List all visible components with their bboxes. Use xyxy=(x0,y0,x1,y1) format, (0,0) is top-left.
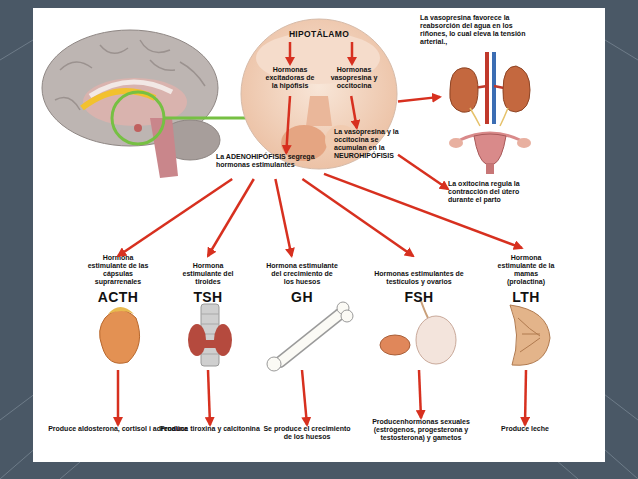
node-text: La vasopresina favorece la reabsorción d… xyxy=(420,14,532,46)
node-text: La vasopresina y la occitocina se acumul… xyxy=(334,128,410,160)
arrow xyxy=(302,370,307,425)
ovary xyxy=(449,138,463,148)
hormone-code: ACTH xyxy=(98,289,138,305)
arrow-head xyxy=(347,57,357,66)
hormone-note: Hormonas vasopresina y occitocina xyxy=(326,66,382,96)
testicle xyxy=(416,316,456,364)
arrow-line xyxy=(351,42,354,58)
hormone-note: La vasopresina y la occitocina se acumul… xyxy=(334,128,410,158)
mammary-gland xyxy=(510,305,550,365)
hormone-box: Hormonas estimulantes de testículos y ov… xyxy=(360,256,478,370)
ureter xyxy=(470,108,508,126)
arrow xyxy=(324,174,522,248)
node-text: Produce leche xyxy=(480,425,570,433)
arrow xyxy=(419,370,421,418)
zoom-circle-node: HIPOTÁLAMO Hormonas excitadoras de la hip… xyxy=(240,18,398,170)
arrow xyxy=(351,96,357,128)
arrow xyxy=(398,97,440,102)
product-note: Producenhormonas sexuales (estrógenos, p… xyxy=(366,418,476,462)
bone xyxy=(280,314,340,362)
product-note: Produce tiroxina y calcitonina xyxy=(160,425,260,453)
hormone-code: GH xyxy=(291,289,313,305)
pituitary xyxy=(134,124,142,132)
bone-end xyxy=(341,310,353,322)
hormone-description: Hormona estimulante de las cápsulas supr… xyxy=(70,256,166,286)
node-text: La ADENOHIPÓFISIS segrega hormonas estim… xyxy=(216,153,324,169)
zoom-arrow xyxy=(164,117,251,120)
arrow xyxy=(275,179,291,256)
adrenal-gland xyxy=(100,310,140,363)
node-text: Produce tiroxina y calcitonina xyxy=(160,425,260,433)
milk-duct xyxy=(518,318,540,352)
arrow xyxy=(118,179,232,256)
hormone-description: Hormona estimulante del crecimiento de l… xyxy=(250,256,354,286)
arrow-line xyxy=(289,42,292,58)
hormone-code: TSH xyxy=(193,289,222,305)
uterus xyxy=(474,134,506,164)
arrow xyxy=(208,370,210,425)
arrow xyxy=(117,370,120,425)
adrenal-cap xyxy=(108,307,134,314)
content-panel xyxy=(33,8,605,462)
pituitary-stalk xyxy=(306,96,332,126)
hormone-note: Hormonas excitadoras de la hipófisis xyxy=(262,66,318,96)
vena-cava xyxy=(492,52,496,124)
gland-label: La ADENOHIPÓFISIS segrega hormonas estim… xyxy=(216,153,324,179)
hormone-code: FSH xyxy=(404,289,433,305)
ovary xyxy=(517,138,531,148)
hormone-description: Hormonas estimulantes de testículos y ov… xyxy=(360,256,478,286)
hormone-description: Hormona estimulante del tiroides xyxy=(168,256,248,286)
hormone-box: Hormona estimulante del tiroidesTSH xyxy=(168,256,248,370)
arrow xyxy=(398,155,448,189)
arrow xyxy=(208,179,254,256)
arrow xyxy=(286,96,290,153)
kidney xyxy=(503,66,530,112)
kidney xyxy=(450,68,478,112)
aorta xyxy=(485,52,489,124)
node-title: HIPOTÁLAMO xyxy=(240,30,398,40)
effect-note: La oxitocina regula la contracción del ú… xyxy=(448,180,534,210)
node-text: Producenhormonas sexuales (estrógenos, p… xyxy=(366,418,476,442)
ovary xyxy=(380,335,410,355)
cervix xyxy=(486,164,494,174)
arrow-head xyxy=(285,57,295,66)
hormone-box: Hormona estimulante de las cápsulas supr… xyxy=(70,256,166,370)
arrow xyxy=(525,370,526,425)
brainstem xyxy=(150,118,178,178)
product-note: Se produce el crecimiento de los huesos xyxy=(262,425,352,461)
node-text: La oxitocina regula la contracción del ú… xyxy=(448,180,534,204)
node-text: Hormonas excitadoras de la hipófisis xyxy=(262,66,318,90)
product-note: Produce leche xyxy=(480,425,570,445)
effect-note: La vasopresina favorece la reabsorción d… xyxy=(440,14,532,126)
bone-outline xyxy=(280,314,340,362)
hormone-box: Hormona estimulante del crecimiento de l… xyxy=(250,256,354,370)
hormone-code: LTH xyxy=(512,289,539,305)
renal-vessel xyxy=(474,86,504,88)
hormone-box: Hormona estimulante de la mamas (prolact… xyxy=(484,248,568,370)
arrow xyxy=(302,179,413,256)
thyroid-isthmus xyxy=(202,340,218,348)
node-text: Hormonas vasopresina y occitocina xyxy=(326,66,382,90)
bone-end xyxy=(267,357,281,371)
zoom-circle xyxy=(112,92,164,144)
node-text: Se produce el crecimiento de los huesos xyxy=(262,425,352,441)
hormone-description: Hormona estimulante de la mamas (prolact… xyxy=(484,248,568,286)
